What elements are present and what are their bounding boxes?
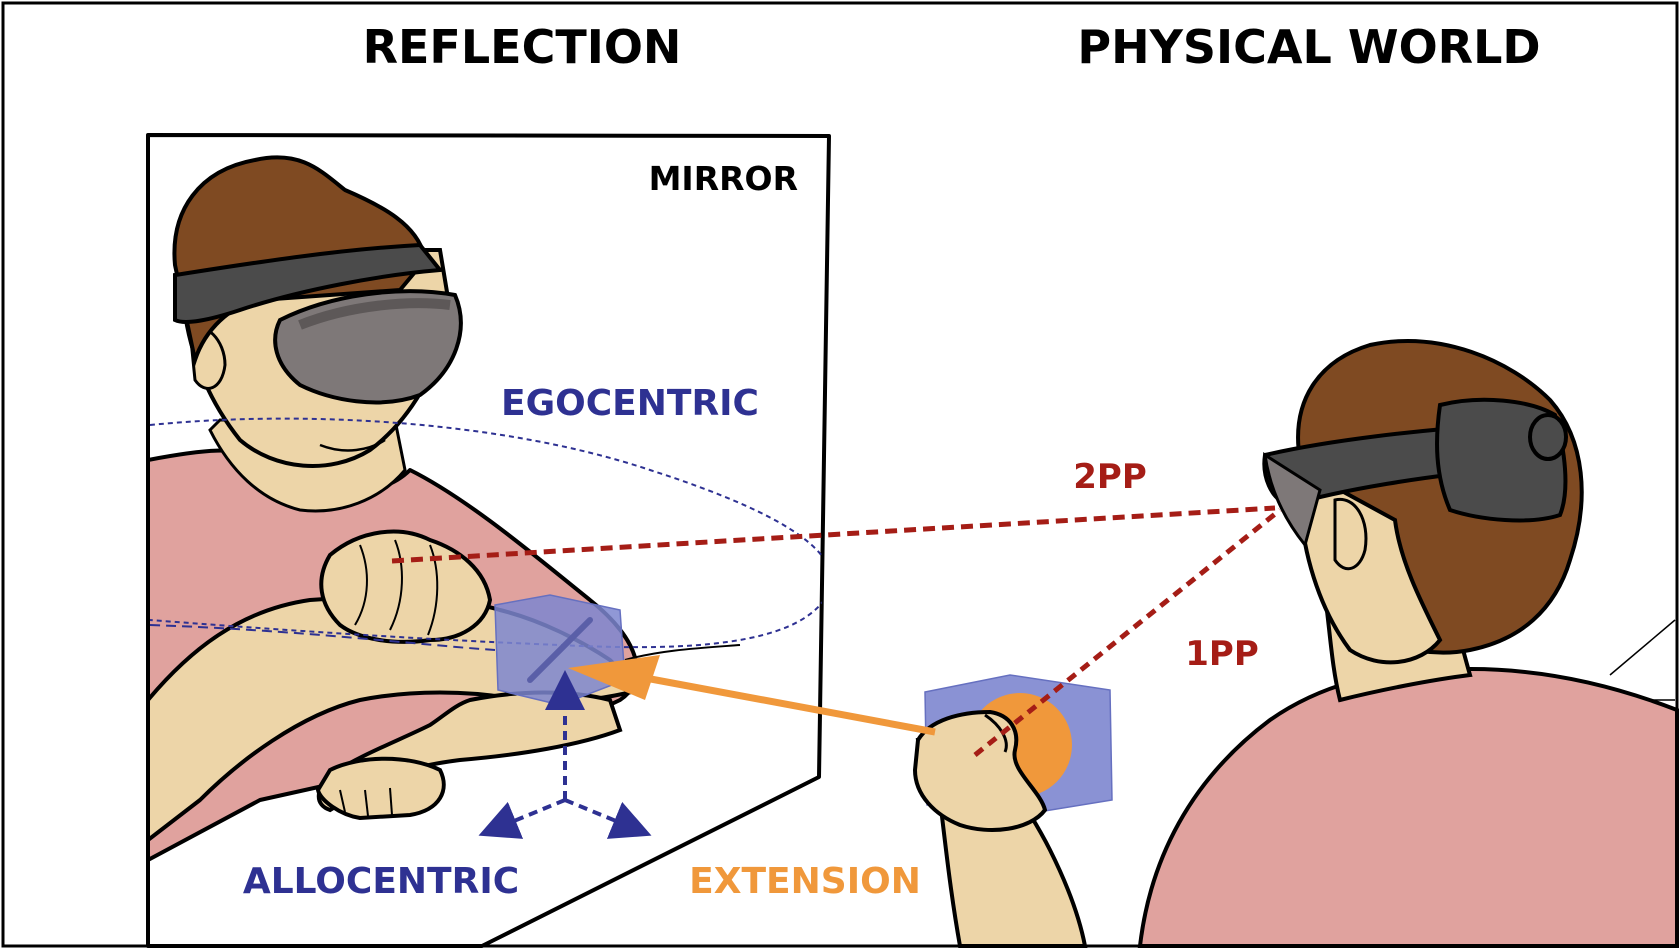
reflected-finger-line <box>389 787 393 816</box>
physical-shirt <box>1137 667 1679 948</box>
allocentric-axes <box>478 670 652 839</box>
reflected-sleeve-line <box>624 644 741 661</box>
reflected-finger-line <box>339 789 346 813</box>
label-allocentric: ALLOCENTRIC <box>243 861 519 902</box>
reflected-mouth <box>319 438 386 452</box>
mirror-label: MIRROR <box>649 159 798 198</box>
reflected-headset-band <box>173 242 444 324</box>
background-line <box>1609 619 1676 676</box>
physical-headset-dial <box>1528 413 1568 461</box>
label-extension: EXTENSION <box>689 861 921 902</box>
physical-fist <box>912 709 1048 832</box>
mirror: MIRROR <box>146 133 831 948</box>
first-person-line <box>973 508 1282 757</box>
label-egocentric: EGOCENTRIC <box>501 383 759 424</box>
label-1pp: 1PP <box>1185 634 1259 674</box>
reflected-visor-shine <box>298 298 451 330</box>
physical-visor <box>1263 451 1322 549</box>
reflected-finger-line <box>354 544 368 626</box>
reflected-cube-stroke <box>527 617 593 683</box>
physical-person <box>915 339 1679 948</box>
reflected-resting-hand <box>315 756 446 821</box>
heading-physical-world: PHYSICAL WORLD <box>1077 20 1540 74</box>
physical-ear <box>1333 497 1368 571</box>
reflected-finger-line <box>364 789 369 817</box>
reflected-finger-line <box>427 544 439 636</box>
extension-arrow <box>568 655 936 736</box>
reflected-finger-line <box>389 539 403 631</box>
label-2pp: 2PP <box>1073 457 1147 497</box>
egocentric-axis <box>149 624 496 651</box>
second-person-line <box>391 505 1276 564</box>
heading-reflection: REFLECTION <box>363 20 682 74</box>
